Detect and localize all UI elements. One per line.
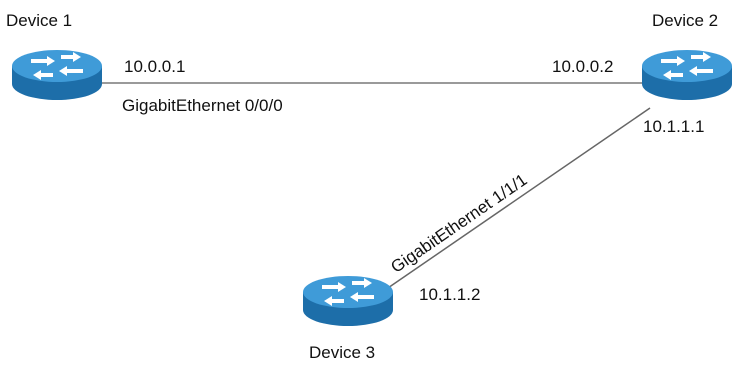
link1-from-ip: 10.0.0.1 — [124, 57, 186, 76]
link2-from-ip: 10.1.1.1 — [643, 117, 705, 136]
device2-label: Device 2 — [652, 11, 719, 30]
link1-to-ip: 10.0.0.2 — [552, 57, 614, 76]
device3-label: Device 3 — [309, 343, 376, 362]
router-icon-device1 — [12, 50, 102, 100]
link2-to-ip: 10.1.1.2 — [419, 285, 481, 304]
link1-interface: GigabitEthernet 0/0/0 — [122, 96, 283, 115]
router-icon-device3 — [303, 276, 393, 326]
router-icon-device2 — [642, 50, 732, 100]
link-device2-device3 — [384, 107, 651, 291]
device1-label: Device 1 — [6, 11, 73, 30]
